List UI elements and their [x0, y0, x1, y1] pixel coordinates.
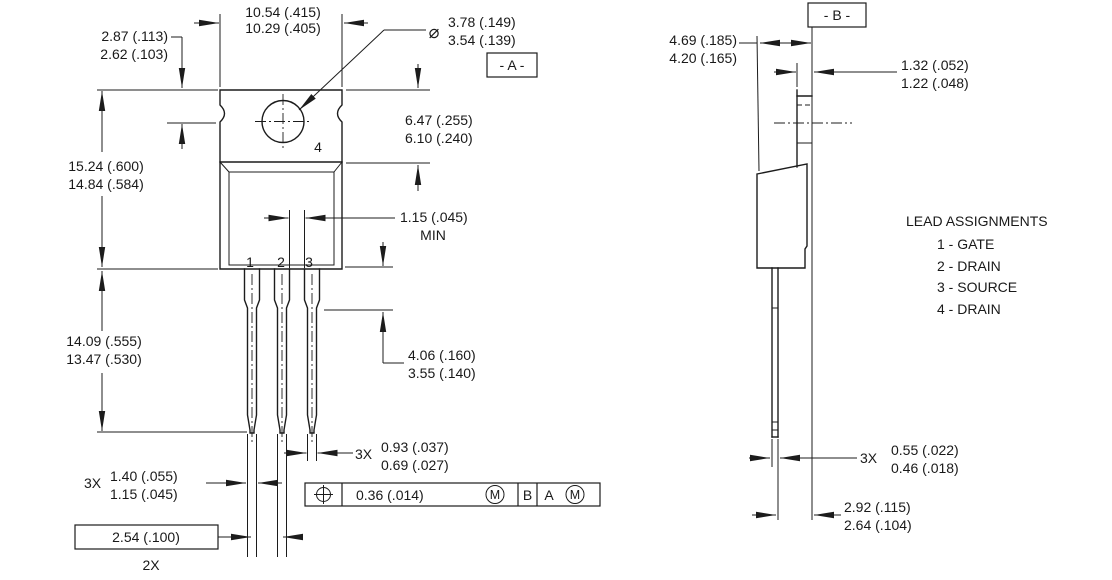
dim-overall-height: 15.24 (.600) 14.84 (.584) — [68, 91, 218, 270]
datum-b-label: - B - — [824, 7, 851, 23]
dim-qty-text: 3X — [860, 450, 878, 466]
dim-text: 4.20 (.165) — [669, 50, 737, 66]
dim-tab-height: 6.47 (.255) 6.10 (.240) — [346, 64, 473, 191]
dim-hole-diameter: ⌀ 3.78 (.149) 3.54 (.139) — [298, 14, 516, 111]
dim-lead-length: 14.09 (.555) 13.47 (.530) — [66, 271, 247, 433]
datum-ref-a: A — [544, 487, 554, 503]
dim-text: 13.47 (.530) — [66, 351, 142, 367]
dim-lead-width-narrow: 3X 0.93 (.037) 0.69 (.027) — [284, 439, 449, 473]
pad-number-label: 4 — [314, 139, 322, 155]
dim-text: 2.64 (.104) — [844, 517, 912, 533]
dim-text: 6.10 (.240) — [405, 130, 473, 146]
body-front-extension-line — [756, 35, 760, 172]
datum-a-label: - A - — [500, 57, 525, 73]
dim-text: 0.55 (.022) — [891, 442, 959, 458]
dim-text: 10.54 (.415) — [245, 4, 321, 20]
dim-hole-offset: 2.87 (.113) 2.62 (.103) — [97, 28, 218, 149]
dim-tab-thickness: 1.32 (.052) 1.22 (.048) — [774, 57, 969, 91]
lead-1 — [243, 268, 261, 444]
lead-3 — [303, 268, 321, 444]
body-outline — [219, 161, 343, 270]
dim-lead-width-wide: 3X 1.40 (.055) 1.15 (.045) — [84, 468, 282, 502]
package-body — [219, 161, 343, 270]
dim-qty-text: 3X — [355, 446, 373, 462]
svg-text:M: M — [490, 488, 500, 502]
svg-text:M: M — [570, 488, 580, 502]
dim-text: 10.29 (.405) — [245, 20, 321, 36]
lead-assignments: LEAD ASSIGNMENTS 1 - GATE 2 - DRAIN 3 - … — [906, 213, 1048, 317]
lead-assignment-item: 4 - DRAIN — [937, 301, 1001, 317]
body-profile — [756, 163, 808, 269]
dim-text: 2.92 (.115) — [844, 499, 911, 515]
lead-assignment-item: 1 - GATE — [937, 236, 994, 252]
lead-assignments-title: LEAD ASSIGNMENTS — [906, 213, 1048, 229]
dim-text: 1.15 (.045) — [110, 486, 178, 502]
body-chamfer-left — [219, 161, 230, 173]
dim-text: 14.09 (.555) — [66, 333, 142, 349]
lead-1-number: 1 — [246, 254, 254, 270]
lead-3-number: 3 — [305, 254, 313, 270]
dim-text: 3.54 (.139) — [448, 32, 516, 48]
dim-text: 4.06 (.160) — [408, 347, 476, 363]
dim-text: 2.87 (.113) — [101, 28, 168, 44]
datum-b-flag: - B - — [807, 2, 867, 28]
dim-text: 15.24 (.600) — [68, 158, 144, 174]
dim-qty-text: 2X — [142, 557, 160, 573]
lead-extension-lines — [247, 434, 317, 557]
dim-text: MIN — [420, 227, 446, 243]
dim-lead-thickness: 3X 0.55 (.022) 0.46 (.018) — [749, 442, 959, 476]
diameter-symbol-icon: ⌀ — [429, 22, 440, 43]
feature-control-frame: 0.36 (.014) M B A M — [304, 482, 601, 507]
position-symbol-icon — [314, 485, 333, 504]
side-view: - B - 4.69 (.185) — [669, 2, 969, 533]
dim-text: 3.78 (.149) — [448, 14, 516, 30]
dim-body-depth: 4.69 (.185) 4.20 (.165) — [669, 32, 811, 66]
lead-2 — [273, 268, 291, 444]
dim-tab-width: 10.54 (.415) 10.29 (.405) — [194, 4, 368, 87]
dim-text: 2.62 (.103) — [100, 46, 168, 62]
dim-text: 1.32 (.052) — [901, 57, 969, 73]
dim-text: 14.84 (.584) — [68, 176, 144, 192]
datum-a-flag: - A - — [486, 52, 538, 78]
dim-text: 4.69 (.185) — [669, 32, 737, 48]
dim-text: 0.93 (.037) — [381, 439, 449, 455]
lead-assignment-item: 3 - SOURCE — [937, 279, 1017, 295]
dim-text: 3.55 (.140) — [408, 365, 476, 381]
dim-text: 0.69 (.027) — [381, 457, 449, 473]
dim-text: 1.40 (.055) — [110, 468, 178, 484]
dim-text: 1.15 (.045) — [400, 209, 468, 225]
dim-text: 2.54 (.100) — [112, 529, 180, 545]
dim-qty-text: 3X — [84, 475, 102, 491]
dim-text: 1.22 (.048) — [901, 75, 969, 91]
tolerance-value: 0.36 (.014) — [356, 487, 424, 503]
lead-assignment-item: 2 - DRAIN — [937, 258, 1001, 274]
dim-lead-gap: 1.15 (.045) MIN — [264, 209, 468, 268]
tab-profile — [774, 63, 852, 168]
lead-2-number: 2 — [277, 254, 285, 270]
dim-standoff: 2.92 (.115) 2.64 (.104) — [752, 499, 912, 533]
mmc-modifier-icon: M — [565, 485, 585, 504]
datum-ref-b: B — [523, 487, 532, 503]
mounting-hole — [255, 94, 311, 149]
dim-shoulder-length: 4.06 (.160) 3.55 (.140) — [324, 242, 476, 381]
dim-text: 6.47 (.255) — [405, 112, 473, 128]
front-view: 4 1 2 3 — [66, 4, 601, 573]
body-chamfer-right — [333, 161, 343, 173]
dim-text: 0.46 (.018) — [891, 460, 959, 476]
dim-lead-pitch: 2.54 (.100) 2X — [74, 524, 303, 573]
mmc-modifier-icon: M — [485, 485, 505, 504]
lead-profile — [771, 267, 779, 520]
